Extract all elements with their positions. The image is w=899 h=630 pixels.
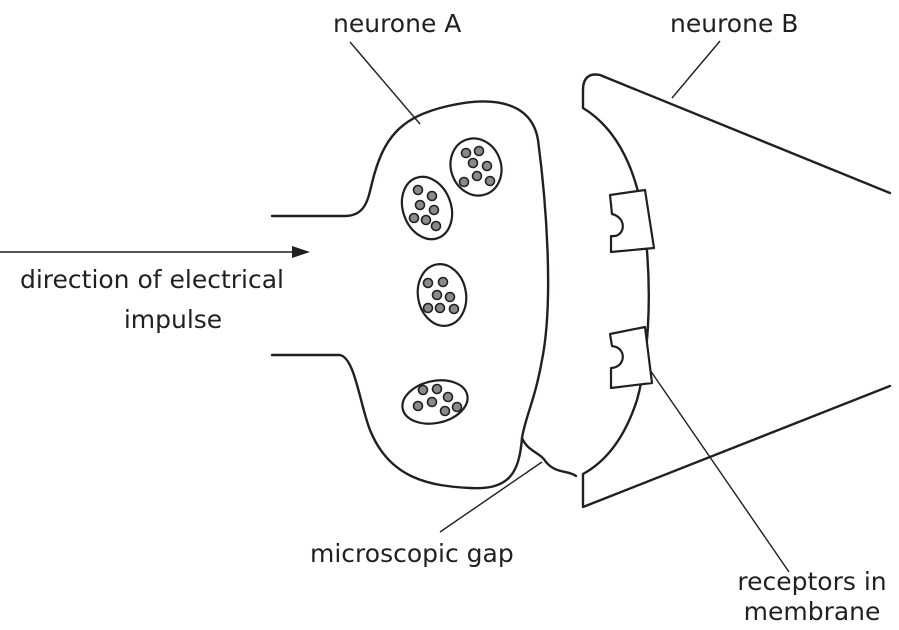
receptor-upper [610,190,654,252]
synaptic-vesicle [443,131,510,203]
neurone-b-membrane [583,75,890,507]
neurone-a-leader [350,42,420,124]
neurone-b-leader [672,41,720,98]
receptors-label-line2: membrane [744,597,881,626]
gap-leader [440,462,542,532]
receptors-leader [650,370,789,572]
synaptic-vesicle [398,375,471,430]
direction-label-line2: impulse [124,305,222,334]
receptors-label-line1: receptors in [737,567,886,596]
impulse-arrow [0,246,310,258]
synaptic-vesicle [394,170,461,247]
neurone-b-label: neurone B [670,9,798,38]
receptor-lower [610,327,652,388]
synaptic-vesicle [413,260,471,329]
microscopic-gap-label: microscopic gap [310,539,514,568]
neurone-a-label: neurone A [333,9,461,38]
neurone-a-terminal [272,101,548,488]
direction-label-line1: direction of electrical [20,265,284,294]
